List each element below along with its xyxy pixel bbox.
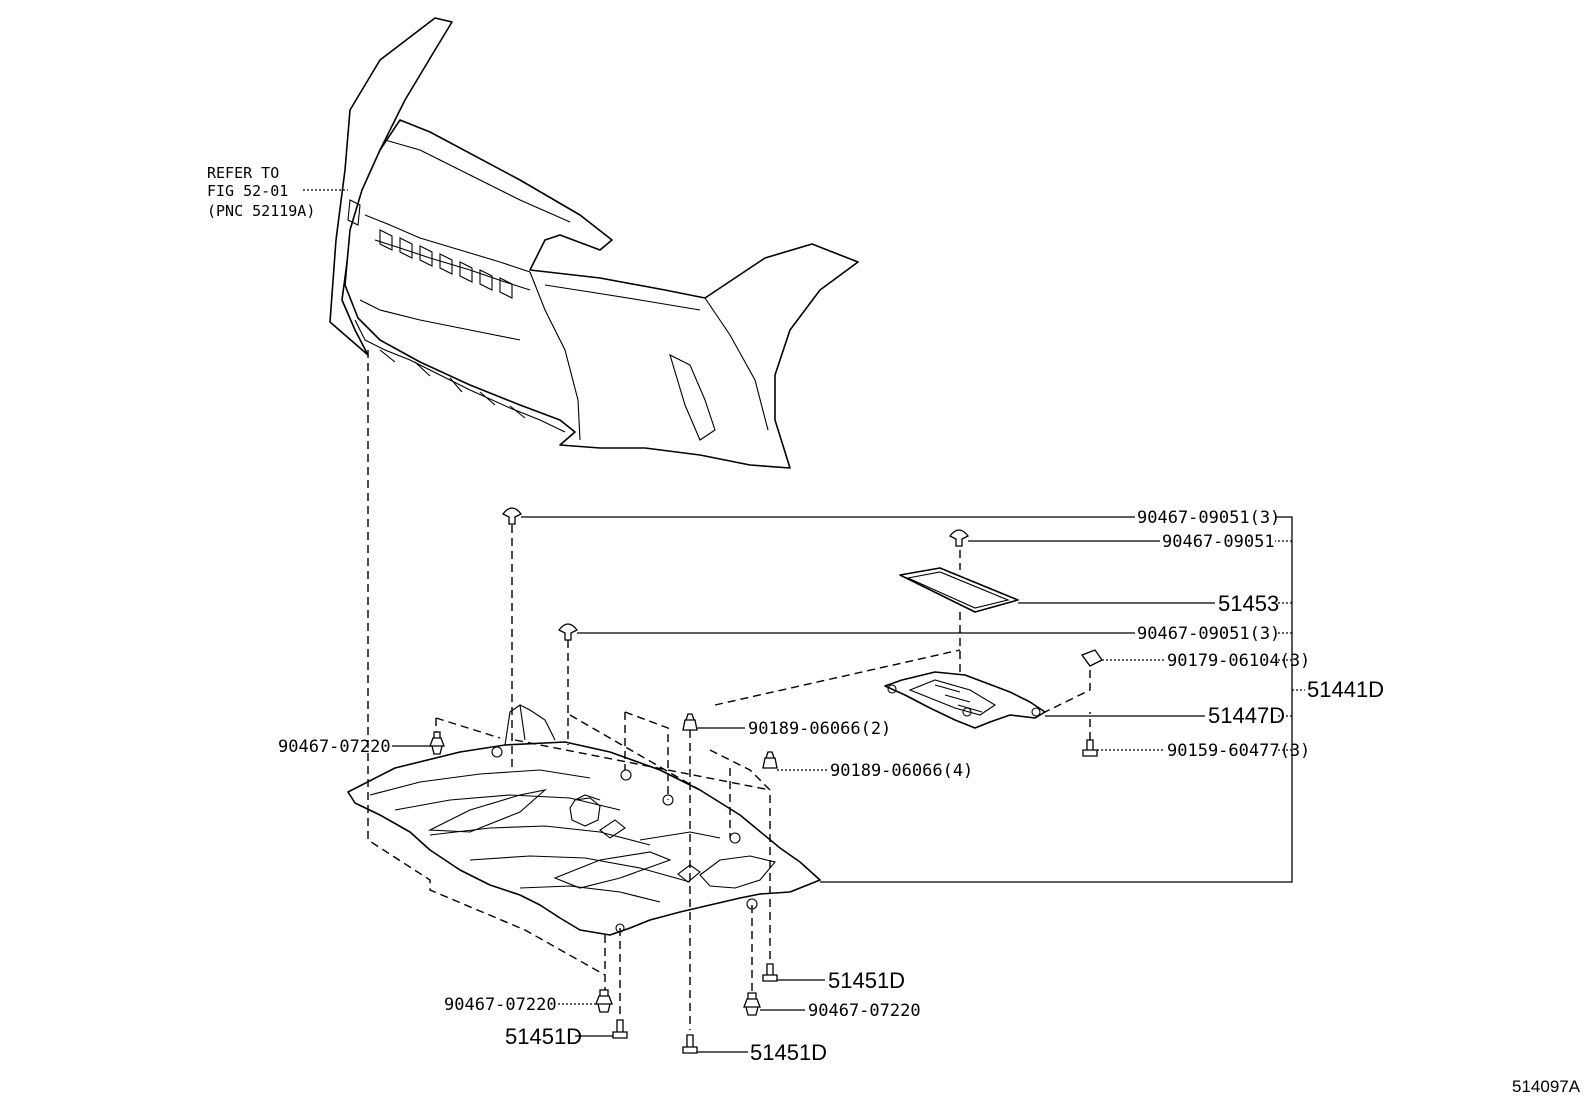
callout-screw-bottom-middle: 51451D bbox=[750, 1040, 827, 1065]
callout-clip-top-right: 90467-09051 bbox=[1162, 532, 1275, 552]
clip-icon bbox=[502, 507, 522, 525]
assembly-lines bbox=[367, 350, 1091, 1030]
clip-icon bbox=[743, 992, 761, 1016]
cover-plate bbox=[899, 567, 1019, 613]
callout-assembly: 51441D bbox=[1307, 677, 1384, 702]
diagram-id: 514097A bbox=[1512, 1077, 1581, 1096]
front-bumper-cover bbox=[329, 17, 859, 469]
callout-cover-plate: 51453 bbox=[1218, 591, 1279, 616]
nut-icon bbox=[682, 713, 698, 731]
callout-clip-middle: 90467-09051(3) bbox=[1137, 624, 1280, 644]
callout-nut-right: 90179-06104(3) bbox=[1167, 651, 1310, 671]
clip-icon bbox=[429, 731, 445, 755]
callout-nut-b: 90189-06066(4) bbox=[830, 761, 973, 781]
clip-icon bbox=[558, 623, 578, 641]
callout-nut-a: 90189-06066(2) bbox=[748, 719, 891, 739]
clip-icon bbox=[949, 529, 969, 547]
callout-bolt-right: 90159-60477(3) bbox=[1167, 741, 1310, 761]
callout-screw-bottom-left: 51451D bbox=[505, 1024, 582, 1049]
reference-line-3: (PNC 52119A) bbox=[207, 202, 315, 220]
clip-icon bbox=[595, 989, 613, 1013]
bracket bbox=[884, 671, 1046, 729]
callout-clip-top-left: 90467-09051(3) bbox=[1137, 508, 1280, 528]
screw-icon bbox=[762, 963, 778, 982]
screw-icon bbox=[612, 1019, 628, 1039]
engine-under-cover bbox=[347, 704, 821, 936]
bolt-icon bbox=[1082, 739, 1098, 757]
callout-clip-bottom-middle: 90467-07220 bbox=[808, 1001, 921, 1021]
leader-lines bbox=[303, 189, 1305, 1053]
callout-bracket: 51447D bbox=[1208, 703, 1285, 728]
nut-icon bbox=[1080, 649, 1103, 667]
callout-clip-left: 90467-07220 bbox=[278, 737, 391, 757]
nut-icon bbox=[762, 751, 778, 769]
reference-line-1: REFER TO bbox=[207, 164, 279, 182]
callout-clip-bottom-left: 90467-07220 bbox=[444, 995, 557, 1015]
fasteners bbox=[429, 507, 1103, 1054]
callout-screw-bottom-right: 51451D bbox=[828, 968, 905, 993]
screw-icon bbox=[682, 1034, 698, 1054]
reference-line-2: FIG 52-01 bbox=[207, 182, 288, 200]
